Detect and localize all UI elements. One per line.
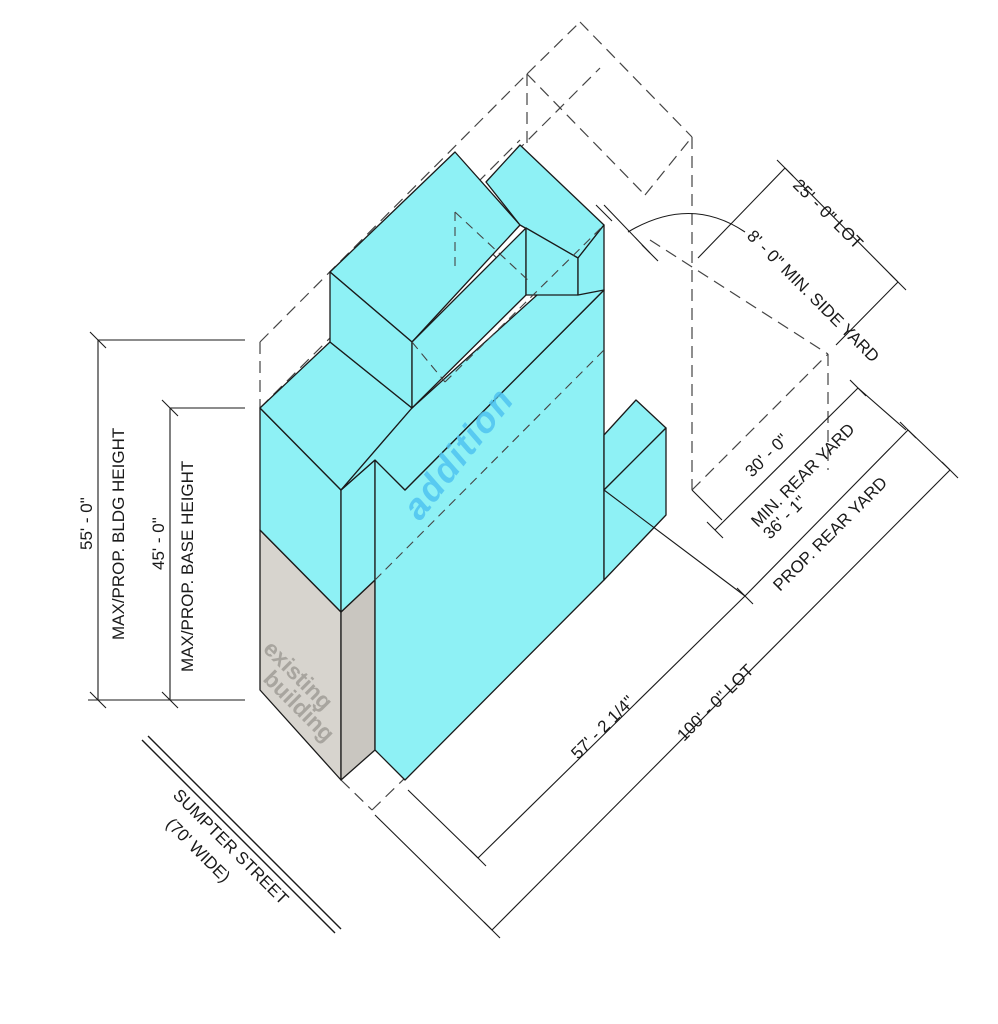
existing-building-side-face: [340, 579, 376, 781]
addition-hidden-edges: [374, 211, 605, 581]
lot-width-label: 25' - 0" LOT: [789, 175, 866, 252]
addition-tower-right-face: [577, 224, 605, 296]
height-dimension-lines: [88, 331, 245, 709]
lot-depth-label: 100' - 0" LOT: [673, 661, 757, 745]
bldg-height-value: 55' - 0": [77, 497, 96, 550]
rear-yard-dimensions: [603, 379, 951, 605]
addition-massing: [259, 144, 667, 781]
min-rear-yard-value: 30' - 0": [741, 430, 792, 481]
street-line: [141, 735, 342, 934]
bldg-height-label: MAX/PROP. BLDG HEIGHT: [109, 428, 128, 640]
depth-dimensions: [374, 461, 959, 939]
side-yard-label: 8' - 0" MIN. SIDE YARD: [743, 226, 883, 366]
lot-width-dimension: [595, 159, 907, 346]
addition-rear-wing-side: [603, 427, 667, 581]
base-height-label: MAX/PROP. BASE HEIGHT: [178, 461, 197, 672]
building-depth-label: 57' - 2 1/4": [567, 692, 638, 763]
base-height-value: 45' - 0": [149, 517, 168, 570]
